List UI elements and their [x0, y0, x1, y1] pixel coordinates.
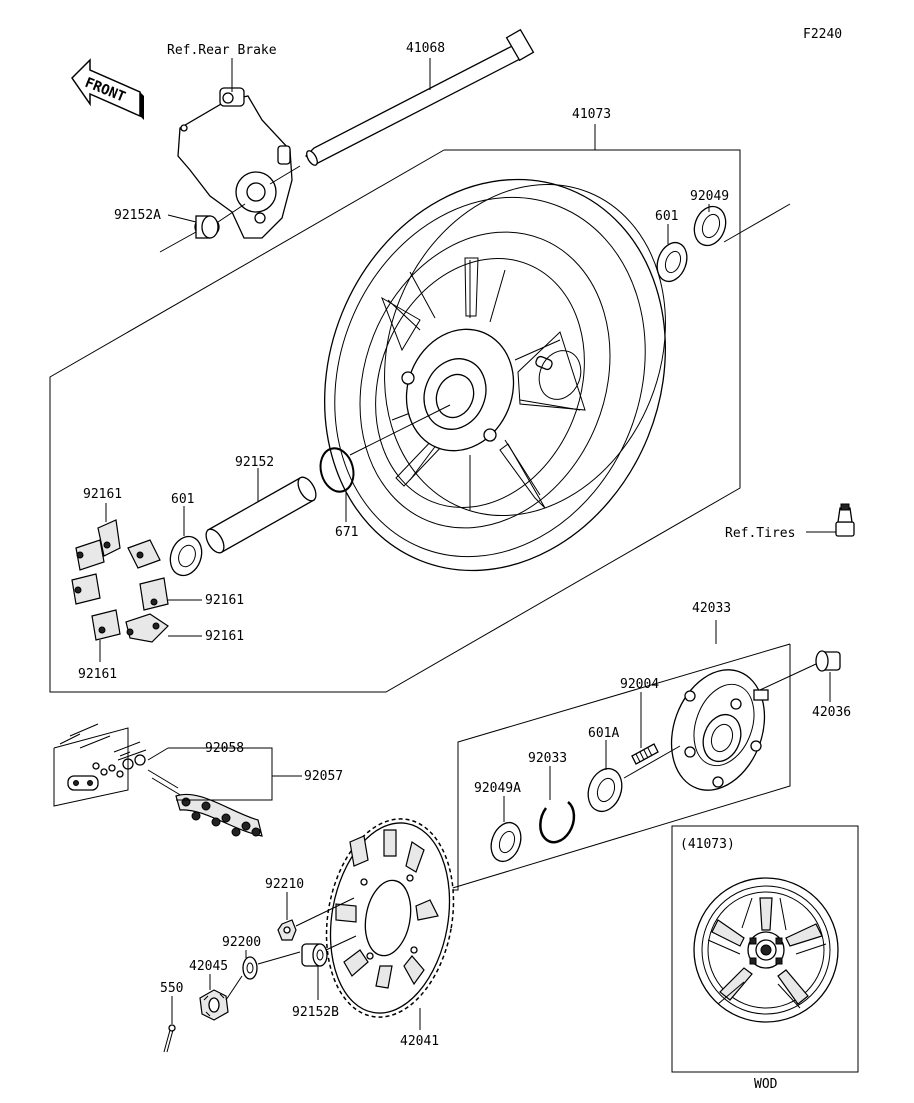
bearing-601A [587, 767, 623, 813]
part-label-41068: 41068 [406, 41, 445, 56]
part-label-92049A: 92049A [474, 781, 521, 796]
part-label-92161-c: 92161 [205, 629, 244, 644]
damper-92161-group [71, 519, 169, 643]
part-label-550: 550 [160, 981, 183, 996]
castle-nut-42045 [199, 989, 229, 1021]
part-label-601-left: 601 [171, 492, 194, 507]
part-label-601-top: 601 [655, 209, 678, 224]
figure-code: F2240 [803, 27, 842, 42]
collar-42036 [815, 650, 841, 672]
inset-title: (41073) [680, 837, 735, 852]
axle-41068 [305, 28, 535, 166]
part-label-601A: 601A [588, 726, 619, 741]
sprocket-coupling-42033 [670, 669, 769, 791]
part-label-92058: 92058 [205, 741, 244, 756]
tire-valve-icon [835, 503, 855, 537]
part-label-92049: 92049 [690, 189, 729, 204]
part-label-92161-a: 92161 [83, 487, 122, 502]
wheel-assembly-frame [49, 149, 741, 693]
part-label-92152: 92152 [235, 455, 274, 470]
part-label-42033: 42033 [692, 601, 731, 616]
part-label-92004: 92004 [620, 677, 659, 692]
inset-wheel-variant [693, 877, 839, 1023]
front-arrow-icon: FRONT [71, 58, 144, 120]
part-label-92161-b: 92161 [205, 593, 244, 608]
inset-frame [671, 825, 859, 1073]
part-label-42045: 42045 [189, 959, 228, 974]
collar-92152B [301, 943, 328, 967]
washer-92200 [242, 956, 258, 980]
circlip-92033 [539, 801, 576, 844]
bearing-601-right [656, 241, 688, 283]
chain-detail-frame [53, 727, 129, 807]
nut-92210 [277, 919, 297, 941]
ref-tires-label: Ref.Tires [725, 526, 795, 541]
rear-wheel-41073 [324, 178, 666, 572]
part-label-92033: 92033 [528, 751, 567, 766]
part-label-671: 671 [335, 525, 358, 540]
collar-92152A [194, 215, 220, 239]
part-label-42041: 42041 [400, 1034, 439, 1049]
collar-92152 [205, 476, 317, 554]
part-label-92210: 92210 [265, 877, 304, 892]
part-label-41073: 41073 [572, 107, 611, 122]
sprocket-42041 [325, 818, 455, 1018]
part-label-42036: 42036 [812, 705, 851, 720]
ref-rear-brake-label: Ref.Rear Brake [167, 43, 277, 58]
part-label-92152A: 92152A [114, 208, 161, 223]
oil-seal-92049A [490, 821, 522, 863]
o-ring-671 [319, 447, 355, 493]
part-label-92152B: 92152B [292, 1005, 339, 1020]
rear-brake-caliper-bracket [177, 87, 293, 239]
part-label-92200: 92200 [222, 935, 261, 950]
cotter-pin-550 [163, 1024, 176, 1053]
part-label-92057: 92057 [304, 769, 343, 784]
stud-92004 [631, 743, 659, 765]
bearing-601-left [169, 535, 203, 577]
oil-seal-92049 [693, 205, 727, 247]
inset-caption: WOD [754, 1077, 778, 1092]
part-label-92161-d: 92161 [78, 667, 117, 682]
